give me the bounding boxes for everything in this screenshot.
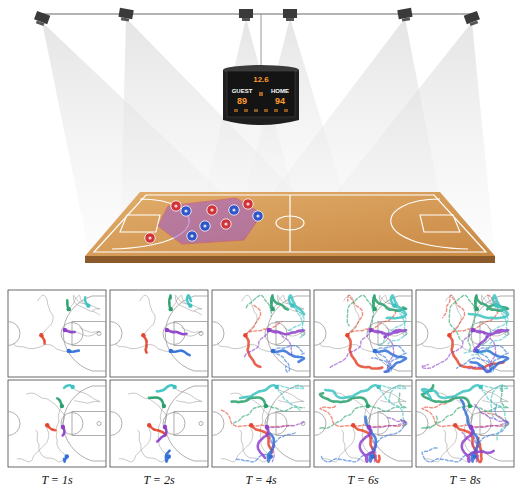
trajectories	[218, 295, 304, 372]
court-lines	[212, 386, 310, 461]
player-marker	[187, 231, 197, 241]
player-marker	[207, 205, 217, 215]
trajectories	[320, 295, 406, 372]
player-marker	[253, 211, 263, 221]
score-readout: 94	[275, 97, 285, 106]
player-marker	[181, 206, 191, 216]
trajectories	[422, 295, 508, 372]
basketball-court	[85, 192, 495, 263]
scoreboard: 12.6GUEST HOME 89 94	[222, 64, 300, 128]
horizon-label: T = 6s	[347, 474, 378, 487]
trajectories	[220, 385, 304, 462]
court-lines	[110, 296, 208, 371]
trajectory-panel	[0, 380, 106, 467]
camera-symbol	[397, 8, 413, 22]
trajectory-panel	[200, 290, 310, 377]
player-marker	[171, 201, 181, 211]
player-marker	[243, 199, 253, 209]
trajectory-panel	[302, 380, 412, 467]
camera-rig	[40, 13, 478, 15]
trajectory-panel	[302, 290, 412, 377]
player-marker	[145, 233, 155, 243]
court-lines	[110, 386, 208, 461]
court-lines	[8, 386, 106, 461]
court-lines	[416, 296, 514, 371]
team-hull	[158, 198, 262, 244]
camera-symbol	[283, 9, 297, 21]
player-marker	[229, 205, 239, 215]
court-lines	[416, 386, 514, 461]
arena-illustration	[33, 8, 495, 263]
trajectories	[116, 295, 202, 355]
trajectories	[320, 385, 406, 462]
team-name: GUEST	[232, 88, 253, 94]
trajectories	[14, 295, 100, 353]
trajectory-panel	[404, 290, 514, 377]
court-lines	[8, 296, 106, 371]
player-marker	[200, 221, 210, 231]
trajectory-panels	[0, 290, 514, 467]
clock-readout: 12.6	[253, 76, 269, 84]
court-lines	[212, 296, 310, 371]
scoreboard-shape	[222, 64, 300, 128]
court-lines	[314, 296, 412, 371]
trajectory-panel	[200, 380, 310, 467]
horizon-label: T = 2s	[143, 474, 174, 487]
trajectory-panel	[404, 380, 514, 467]
player-marker	[221, 219, 231, 229]
trajectory-panel	[98, 380, 208, 467]
trajectory-panel	[98, 290, 208, 377]
camera-symbol	[118, 8, 134, 22]
trajectories	[119, 385, 202, 462]
trajectories	[422, 385, 508, 462]
score-readout: 89	[237, 97, 247, 106]
trajectory-panel	[0, 290, 106, 377]
camera-symbol	[464, 11, 481, 27]
horizon-label: T = 8s	[449, 474, 480, 487]
horizon-label: T = 1s	[41, 474, 72, 487]
horizon-label: T = 4s	[245, 474, 276, 487]
trajectories	[17, 385, 100, 462]
camera-symbol	[33, 11, 50, 27]
team-name: HOME	[271, 88, 289, 94]
scoreboard-cable	[261, 14, 262, 66]
camera-symbol	[239, 9, 253, 21]
court-lines	[314, 386, 412, 461]
